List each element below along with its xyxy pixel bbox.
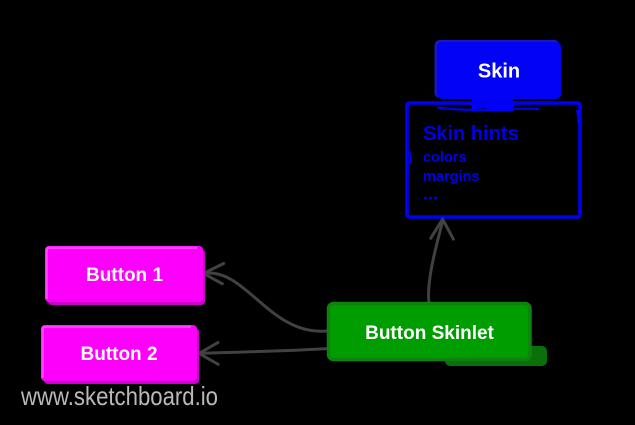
svg-text:www.sketchboard.io: www.sketchboard.io bbox=[20, 381, 218, 411]
svg-text:margins: margins bbox=[423, 169, 479, 185]
svg-text:Skin hints: Skin hints bbox=[423, 123, 519, 145]
svg-text:Button 2: Button 2 bbox=[80, 344, 157, 365]
svg-text:...: ... bbox=[423, 184, 438, 204]
svg-text:Button 1: Button 1 bbox=[86, 265, 163, 286]
svg-text:Skin: Skin bbox=[478, 61, 520, 83]
svg-text:Button Skinlet: Button Skinlet bbox=[365, 323, 494, 344]
svg-text:colors: colors bbox=[423, 150, 467, 166]
